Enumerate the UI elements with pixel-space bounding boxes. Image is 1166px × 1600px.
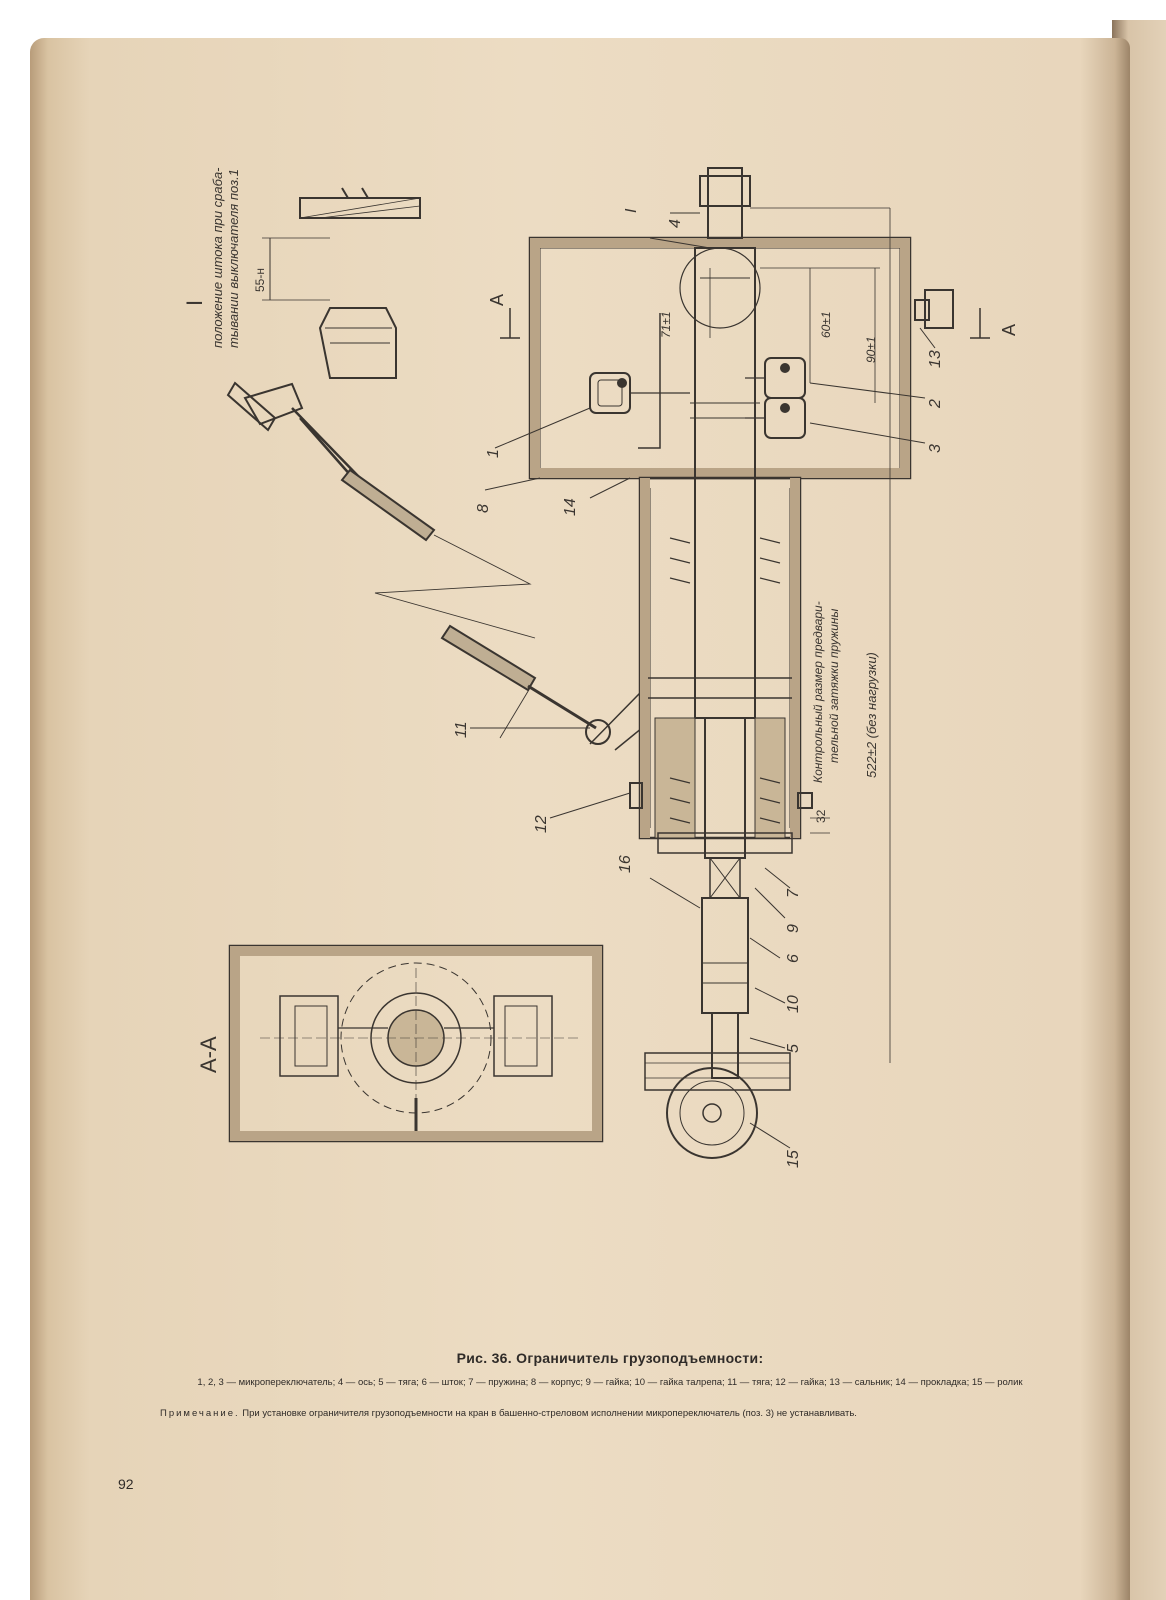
figure-note: Примечание. При установке ограничителя г…: [160, 1408, 1060, 1420]
roller-15: [644, 1052, 791, 1159]
microswitches: [589, 313, 806, 449]
position-callouts: [470, 212, 936, 1149]
pos-6: 6: [785, 954, 802, 963]
pos-12: 12: [533, 815, 550, 833]
note-text: При установке ограничителя грузоподъемно…: [242, 1408, 857, 1419]
book-page: I положение штока при сраба- тывании вык…: [30, 38, 1130, 1600]
figure-title: Рис. 36. Ограничитель грузоподъемности:: [456, 1350, 764, 1366]
pos-9: 9: [785, 924, 802, 933]
control-note-2: тельной затяжки пружины: [827, 609, 841, 764]
detail-dim-text: 55-н: [253, 268, 267, 292]
pos-2: 2: [927, 399, 944, 409]
control-note-1: Контрольный размер предвари-: [811, 601, 825, 783]
pos-1: 1: [485, 449, 502, 458]
spring-tube: [629, 476, 813, 854]
pos-8: 8: [475, 504, 492, 513]
section-a-a: А-А: [196, 944, 604, 1143]
technical-drawing: I положение штока при сраба- тывании вык…: [182, 167, 1019, 1168]
pos-i-callout: I: [623, 208, 640, 213]
figure-legend: 1, 2, 3 — микропереключатель; 4 — ось; 5…: [197, 1377, 1023, 1388]
section-mark-left: А: [487, 294, 507, 306]
page-number: 92: [118, 1476, 134, 1492]
section-mark-right: А: [999, 324, 1019, 336]
tie-rod-11: [226, 381, 643, 751]
pos-16: 16: [617, 855, 634, 873]
detail-view-i: I положение штока при сраба- тывании вык…: [182, 167, 421, 379]
pos-10: 10: [785, 995, 802, 1013]
pos-4: 4: [667, 219, 684, 228]
pos-11: 11: [453, 721, 470, 738]
dim-60: 60±1: [819, 311, 833, 338]
pos-5: 5: [785, 1044, 802, 1053]
dimensions: 71±1 60±1 90±1 32 522±2 (без нагрузки) К…: [659, 207, 891, 1063]
pos-13: 13: [927, 350, 944, 368]
pos-7: 7: [785, 888, 802, 898]
dim-90: 90±1: [864, 336, 878, 363]
dim-522: 522±2 (без нагрузки): [864, 652, 879, 778]
dim-71: 71±1: [659, 311, 673, 338]
pos-15: 15: [785, 1150, 802, 1168]
detail-caption-1: положение штока при сраба-: [210, 167, 225, 348]
pos-3: 3: [927, 444, 944, 453]
dim-32: 32: [814, 809, 828, 823]
housing-8: [528, 236, 954, 480]
section-marks: А А: [487, 294, 1019, 339]
stem-6: [690, 167, 760, 1079]
position-numbers: 1 8 14 11 12 16 4 I 2 3 13 7 9 6 10 5 15: [453, 208, 944, 1168]
note-label: Примечание.: [160, 1408, 240, 1419]
section-label-text: А-А: [196, 1036, 221, 1073]
detail-mark-text: I: [182, 300, 207, 306]
pos-14: 14: [562, 498, 579, 516]
detail-caption-2: тывании выключателя поз.1: [226, 169, 241, 348]
